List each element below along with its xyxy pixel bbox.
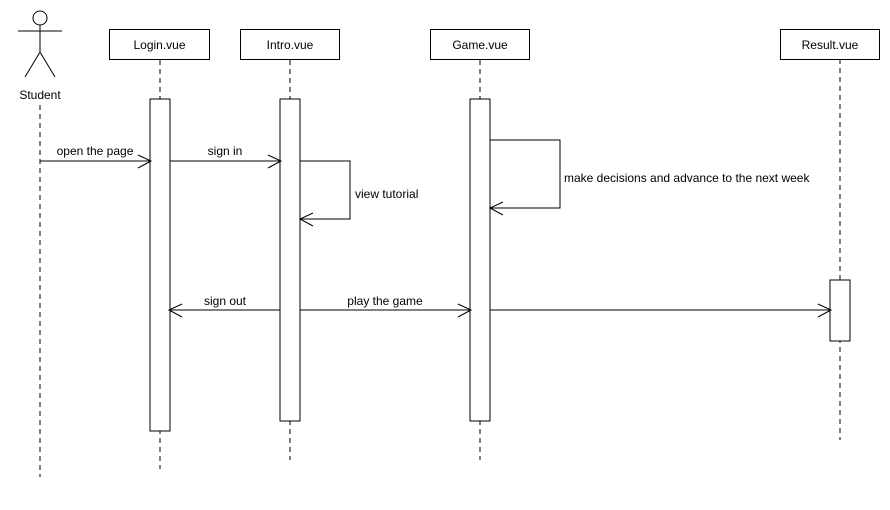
arrow-sign-in	[170, 154, 283, 169]
arrow-view-tutorial	[298, 160, 351, 227]
activation-login	[149, 98, 171, 432]
participant-box-game-vue: Game.vue	[430, 29, 530, 60]
message-arrows	[40, 139, 833, 318]
message-label-sign-out: sign out	[203, 294, 247, 308]
arrow-make-decisions	[488, 139, 561, 216]
arrow-play-the-game	[300, 303, 473, 318]
arrow-game-to-result	[490, 303, 833, 318]
participant-box-login-vue: Login.vue	[109, 29, 210, 60]
message-label-sign-in: sign in	[207, 144, 243, 158]
message-label-play-the-game: play the game	[347, 294, 423, 308]
participant-box-result-vue: Result.vue	[780, 29, 880, 60]
participant-label-result-vue: Result.vue	[801, 37, 859, 52]
activation-bars	[149, 98, 851, 432]
actor-label: Student	[19, 88, 61, 102]
activation-result	[829, 279, 851, 342]
message-label-make-decisions: make decisions and advance to the next w…	[564, 171, 810, 185]
message-label-open-the-page: open the page	[56, 144, 134, 158]
participant-label-game-vue: Game.vue	[452, 37, 508, 52]
activation-intro	[279, 98, 301, 422]
message-label-view-tutorial: view tutorial	[355, 187, 419, 201]
actor-icon	[18, 10, 62, 78]
arrow-open-the-page	[40, 154, 153, 169]
participant-label-intro-vue: Intro.vue	[266, 37, 314, 52]
arrow-sign-out	[167, 303, 280, 318]
activation-game	[469, 98, 491, 422]
participant-label-login-vue: Login.vue	[133, 37, 186, 52]
participant-box-intro-vue: Intro.vue	[240, 29, 340, 60]
